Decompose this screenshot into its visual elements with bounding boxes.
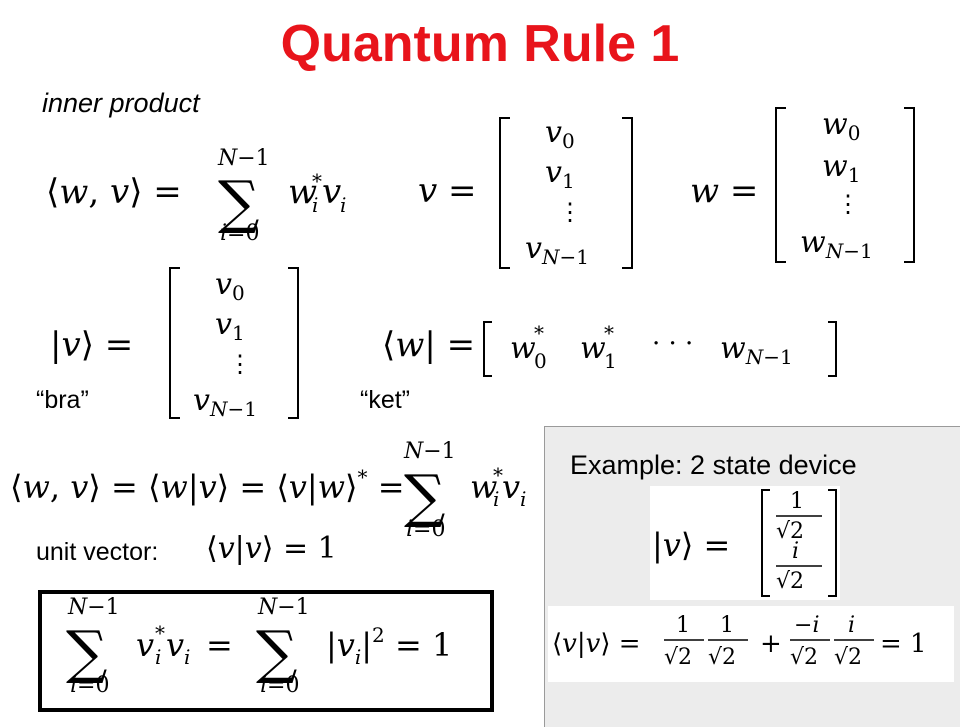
svg-text:w: w bbox=[288, 172, 317, 212]
w-column-vector: w = w0 w1 ⋮ wN−1 bbox=[690, 107, 915, 263]
svg-text:w: w bbox=[580, 331, 606, 366]
svg-text:⟨w, v⟩ = ⟨w|v⟩ = ⟨v|w⟩* =: ⟨w, v⟩ = ⟨w|v⟩ = ⟨v|w⟩* = bbox=[10, 465, 405, 506]
unit-vector-equation: ⟨v|v⟩ = 1 bbox=[206, 531, 337, 566]
svg-text:1: 1 bbox=[676, 613, 690, 638]
svg-text:+: + bbox=[760, 629, 782, 659]
svg-text:√2: √2 bbox=[790, 645, 818, 670]
svg-text:· · ·: · · · bbox=[652, 329, 693, 359]
svg-text:i: i bbox=[312, 193, 318, 217]
svg-text:v: v bbox=[322, 172, 341, 212]
svg-text:i: i bbox=[792, 539, 799, 564]
svg-text:v1: v1 bbox=[545, 155, 575, 193]
svg-text:*: * bbox=[155, 621, 165, 645]
svg-text:*: * bbox=[493, 463, 503, 487]
svg-text:⟨v|v⟩ =: ⟨v|v⟩ = bbox=[552, 629, 641, 659]
svg-text:*: * bbox=[534, 321, 544, 345]
svg-text:i=0: i=0 bbox=[260, 673, 299, 698]
svg-text:√2: √2 bbox=[776, 569, 804, 594]
svg-text:√2: √2 bbox=[834, 645, 862, 670]
svg-text:v: v bbox=[502, 468, 520, 506]
inner-product-identity: ⟨w, v⟩ = ⟨w|v⟩ = ⟨v|w⟩* = N−1 ∑ i=0 w * … bbox=[10, 439, 526, 542]
svg-text:i: i bbox=[493, 487, 499, 511]
svg-text:⟨w, v⟩ =: ⟨w, v⟩ = bbox=[46, 172, 182, 212]
unit-vector-label: unit vector: bbox=[36, 538, 159, 566]
svg-text:v0: v0 bbox=[545, 115, 575, 153]
slide-title: Quantum Rule 1 bbox=[280, 15, 680, 73]
svg-text:*: * bbox=[312, 169, 322, 193]
bra-label: “bra” bbox=[36, 386, 89, 414]
svg-text:i: i bbox=[520, 487, 526, 511]
svg-text:∑: ∑ bbox=[404, 462, 445, 530]
inner-product-label: inner product bbox=[42, 88, 200, 118]
svg-text:0: 0 bbox=[534, 349, 547, 373]
svg-text:√2: √2 bbox=[708, 645, 736, 670]
svg-text:⋮: ⋮ bbox=[228, 350, 252, 378]
inner-product-equation: ⟨w, v⟩ = N−1 ∑ i=0 w * i v i bbox=[46, 146, 346, 246]
svg-text:i=0: i=0 bbox=[220, 221, 259, 246]
svg-text:∑: ∑ bbox=[256, 618, 297, 686]
svg-text:N−1: N−1 bbox=[257, 595, 310, 620]
svg-text:⋮: ⋮ bbox=[836, 190, 860, 218]
svg-text:∑: ∑ bbox=[218, 168, 259, 236]
svg-text:1: 1 bbox=[720, 613, 734, 638]
svg-text:1: 1 bbox=[604, 349, 617, 373]
svg-text:i: i bbox=[848, 613, 855, 638]
normalization-equation: N−1 ∑ i=0 v * i v i = N−1 ∑ i=0 |vi|2 = … bbox=[66, 595, 452, 698]
svg-text:1: 1 bbox=[790, 489, 804, 514]
svg-text:N−1: N−1 bbox=[217, 146, 270, 171]
example-ket: |v⟩ = 1 √2 i √2 bbox=[650, 486, 840, 600]
svg-text:v1: v1 bbox=[215, 307, 245, 345]
ket-label: “ket” bbox=[360, 386, 410, 414]
svg-text:w: w bbox=[510, 331, 536, 366]
svg-text:∑: ∑ bbox=[66, 618, 107, 686]
svg-text:wN−1: wN−1 bbox=[720, 331, 793, 369]
ket-column-vector: |v⟩ = v0 v1 ⋮ vN−1 bbox=[50, 267, 299, 421]
svg-text:=: = bbox=[206, 626, 233, 664]
svg-text:⋮: ⋮ bbox=[558, 198, 582, 226]
svg-text:i: i bbox=[184, 645, 190, 669]
example-norm: ⟨v|v⟩ = 1 √2 1 √2 + −i √2 i √2 = 1 bbox=[548, 606, 954, 682]
svg-text:vN−1: vN−1 bbox=[193, 383, 257, 421]
svg-text:|vi|2 = 1: |vi|2 = 1 bbox=[326, 623, 452, 669]
svg-text:⟨w| =: ⟨w| = bbox=[382, 325, 475, 365]
svg-text:w: w bbox=[470, 468, 497, 506]
example-heading: Example: 2 state device bbox=[570, 450, 857, 480]
svg-text:i: i bbox=[340, 193, 346, 217]
normalization-box bbox=[38, 590, 494, 712]
svg-text:N−1: N−1 bbox=[403, 439, 456, 464]
svg-text:w =: w = bbox=[690, 171, 758, 211]
svg-text:i=0: i=0 bbox=[70, 673, 109, 698]
svg-text:i: i bbox=[155, 645, 161, 669]
svg-text:√2: √2 bbox=[664, 645, 692, 670]
svg-text:⟨v|v⟩ = 1: ⟨v|v⟩ = 1 bbox=[206, 531, 337, 566]
svg-text:w1: w1 bbox=[822, 149, 860, 187]
svg-text:i=0: i=0 bbox=[406, 517, 445, 542]
svg-text:N−1: N−1 bbox=[67, 595, 120, 620]
svg-text:*: * bbox=[604, 321, 614, 345]
bra-row-vector: ⟨w| = w * 0 w * 1 · · · wN−1 bbox=[382, 321, 837, 377]
svg-text:w0: w0 bbox=[822, 107, 860, 145]
v-column-vector: v = v0 v1 ⋮ vN−1 bbox=[418, 115, 633, 269]
svg-text:v =: v = bbox=[418, 171, 477, 211]
svg-text:v: v bbox=[166, 626, 184, 664]
svg-text:|v⟩ =: |v⟩ = bbox=[652, 526, 730, 564]
svg-text:v0: v0 bbox=[215, 267, 245, 305]
svg-text:v: v bbox=[136, 626, 154, 664]
svg-text:wN−1: wN−1 bbox=[800, 225, 873, 263]
svg-text:= 1: = 1 bbox=[880, 629, 927, 659]
svg-text:√2: √2 bbox=[776, 519, 804, 544]
svg-text:|v⟩ =: |v⟩ = bbox=[50, 325, 133, 365]
svg-text:−i: −i bbox=[794, 613, 819, 638]
svg-text:vN−1: vN−1 bbox=[525, 231, 589, 269]
